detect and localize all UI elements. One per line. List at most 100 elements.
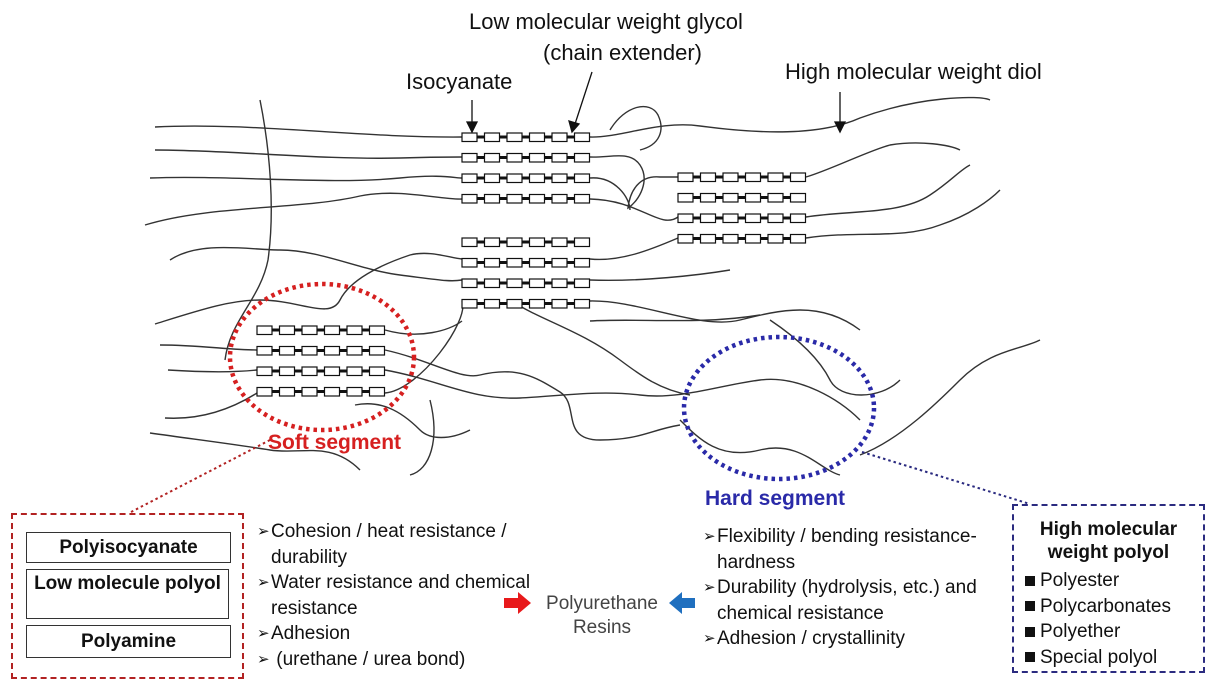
hard-block [699, 233, 717, 244]
arrow-bullet-icon: ➢ [703, 528, 716, 545]
arrow-bullet-icon: ➢ [257, 574, 270, 591]
hard-block [528, 193, 546, 204]
hard-block [323, 366, 341, 377]
polymer-chain [354, 403, 471, 439]
hard-block [528, 298, 546, 309]
hard-block [323, 386, 341, 397]
hard-block [789, 192, 807, 203]
polymer-chain [409, 399, 435, 476]
hard-block [483, 237, 501, 248]
polymer-chain [149, 314, 761, 471]
list-item: ➢Flexibility / bending resistance-hardne… [703, 524, 1003, 575]
hard-block [677, 192, 694, 203]
hard-block [699, 213, 717, 224]
hard-block [789, 213, 807, 224]
hard-block [573, 298, 591, 309]
hard-block [506, 173, 523, 184]
hard-block [551, 257, 568, 268]
hard-block [551, 132, 568, 143]
hard-segment-title: Hard segment [705, 487, 846, 510]
hard-block [483, 152, 501, 163]
hard-block [767, 213, 784, 224]
hard-block [722, 233, 739, 244]
hard-block [573, 173, 591, 184]
polyamine-label: Polyamine [80, 631, 177, 652]
polymer-chain [509, 299, 691, 396]
hard-block [278, 325, 296, 336]
polymer-chain [154, 96, 991, 138]
hard-block [461, 193, 478, 204]
polymer-chains [144, 96, 1041, 476]
hard-connector [861, 451, 1031, 505]
list-item: ➢Water resistance and chemical resistanc… [257, 570, 577, 621]
low-molecule-polyol-box: Low molecule polyol [26, 569, 229, 619]
hard-block [551, 173, 568, 184]
blue-arrow [669, 592, 695, 614]
hard-block [767, 233, 784, 244]
hard-block [278, 386, 296, 397]
hard-block [722, 192, 739, 203]
soft-connector [130, 439, 271, 513]
list-item: ➢ (urethane / urea bond) [257, 647, 577, 673]
hard-block [677, 172, 694, 183]
square-bullet-icon [1025, 652, 1035, 663]
list-item: ➢Cohesion / heat resistance / durability [257, 519, 577, 570]
hard-block [551, 278, 568, 289]
hard-block [346, 386, 363, 397]
hard-block [744, 233, 762, 244]
polymer-chain [144, 164, 971, 226]
hard-block [767, 192, 784, 203]
hard-block [744, 172, 762, 183]
hard-block [506, 257, 523, 268]
hard-block [278, 345, 296, 356]
low-molecule-polyol-label: Low molecule polyol [34, 573, 221, 594]
list-item: ➢Durability (hydrolysis, etc.) and chemi… [703, 575, 1003, 626]
polymer-chain [609, 105, 662, 151]
hard-block [699, 192, 717, 203]
polyol-list: Polyester Polycarbonates Polyether Speci… [1014, 568, 1203, 670]
hard-block [767, 172, 784, 183]
hard-block-stacks [256, 132, 807, 397]
hard-block [573, 257, 591, 268]
hard-block [256, 345, 273, 356]
soft-properties-list: ➢Cohesion / heat resistance / durability… [257, 519, 577, 672]
hard-block [528, 132, 546, 143]
red-arrow [504, 592, 531, 614]
list-item: Polycarbonates [1023, 594, 1203, 620]
hard-block [677, 233, 694, 244]
glycol-label-line1: Low molecular weight glycol [469, 9, 743, 34]
polymer-chain [769, 319, 901, 396]
hard-block [699, 172, 717, 183]
soft-segment-title: Soft segment [268, 431, 402, 454]
polyurethane-resins-label: Polyurethane Resins [546, 593, 658, 638]
hard-block [483, 193, 501, 204]
hard-block [573, 132, 591, 143]
polymer-chain [679, 419, 841, 476]
list-item: Polyether [1023, 619, 1203, 645]
hard-block [722, 172, 739, 183]
hard-block [461, 257, 478, 268]
hard-block [551, 193, 568, 204]
hard-block [346, 366, 363, 377]
arrow-bullet-icon: ➢ [257, 650, 270, 668]
pointer-arrows [465, 71, 847, 134]
hard-block [789, 172, 807, 183]
hard-segment-circle [681, 334, 877, 482]
hard-block [346, 345, 363, 356]
arrow-bullet-icon: ➢ [257, 625, 270, 642]
soft-segment-components-box: Polyisocyanate Low molecule polyol Polya… [11, 513, 244, 679]
hard-block [346, 325, 363, 336]
arrow-bullet-icon: ➢ [703, 630, 716, 647]
hard-block [256, 325, 273, 336]
hard-block [528, 173, 546, 184]
polyamine-box: Polyamine [26, 625, 231, 658]
hard-block [301, 386, 318, 397]
hard-block [528, 278, 546, 289]
hard-block [461, 132, 478, 143]
hard-block [301, 325, 318, 336]
hard-block [483, 173, 501, 184]
hard-block [483, 132, 501, 143]
isocyanate-label: Isocyanate [406, 69, 513, 94]
hard-block [483, 298, 501, 309]
hard-block [278, 366, 296, 377]
